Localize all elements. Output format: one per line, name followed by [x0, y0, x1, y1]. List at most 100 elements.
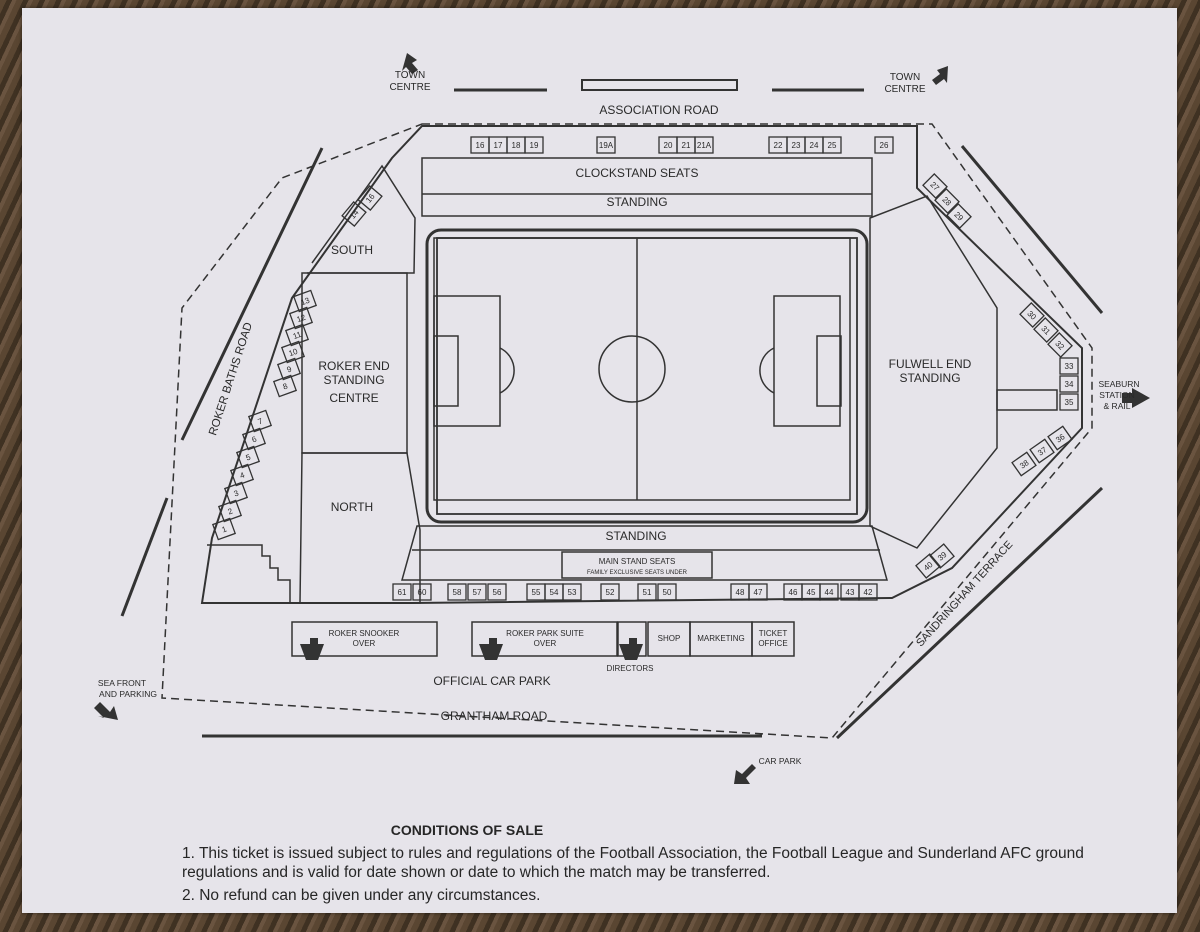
turnstile-number: 39 [936, 550, 949, 563]
turnstile-number: 40 [922, 560, 935, 573]
turnstile-6: 6 [241, 427, 267, 451]
turnstile-box [217, 499, 243, 523]
turnstile-34: 34 [1059, 375, 1079, 393]
goal-box-right [816, 335, 842, 407]
centre-circle [598, 335, 666, 403]
entry-arrow-icon [479, 638, 503, 660]
turnstile-box [229, 463, 255, 487]
stand-main-2: FAMILY EXCLUSIVE SEATS UNDER [587, 570, 688, 576]
turnstile-box [1033, 317, 1059, 343]
turnstile-box [637, 583, 657, 601]
town-centre-right-1: TOWN [890, 72, 920, 83]
stand-roker-end-3: CENTRE [329, 391, 378, 405]
penalty-arc-right [759, 347, 775, 394]
sea-front-1: SEA FRONT [98, 678, 146, 688]
turnstile-box [1047, 425, 1073, 451]
turnstile-20: 20 [658, 136, 678, 154]
turnstile-25: 25 [822, 136, 842, 154]
turnstile-23: 23 [786, 136, 806, 154]
turnstile-box [694, 136, 714, 154]
turnstile-number: 35 [1065, 398, 1074, 407]
turnstile-number: 28 [940, 195, 953, 208]
turnstile-box [412, 583, 432, 601]
turnstile-box [241, 427, 267, 451]
entry-arrow-icon [300, 638, 324, 660]
turnstile-number: 17 [494, 141, 503, 150]
main-stand-seats-box [561, 551, 713, 579]
fulwell-exit [996, 389, 1058, 411]
town-centre-left-2: CENTRE [389, 82, 430, 93]
turnstile-number: 36 [1054, 432, 1067, 445]
turnstile-box [1059, 393, 1079, 411]
turnstile-52: 52 [600, 583, 620, 601]
turnstile-17: 17 [488, 136, 508, 154]
turnstile-box [467, 583, 487, 601]
road-right-upper [960, 145, 1104, 314]
north-east-arrow-icon [402, 53, 418, 74]
turnstile-45: 45 [801, 583, 821, 601]
road-label-grantham: GRANTHAM ROAD [441, 709, 548, 723]
turnstile-51: 51 [637, 583, 657, 601]
turnstile-box [1019, 302, 1045, 328]
turnstile-box [447, 583, 467, 601]
entry-arrow-icon [619, 638, 643, 660]
turnstile-box [1029, 438, 1055, 464]
turnstile-number: 2 [227, 506, 235, 516]
turnstile-55: 55 [526, 583, 546, 601]
turnstile-44: 44 [819, 583, 839, 601]
turnstile-number: 16 [476, 141, 485, 150]
turnstile-box [392, 583, 412, 601]
turnstile-box [922, 173, 948, 199]
turnstile-number: 18 [512, 141, 521, 150]
turnstile-number: 38 [1018, 458, 1031, 471]
facility-ticket-office-2: OFFICE [758, 639, 787, 648]
road-association-mid [581, 79, 738, 91]
turnstile-box [929, 543, 955, 569]
turnstile-5: 5 [235, 445, 261, 469]
turnstile-50: 50 [657, 583, 677, 601]
turnstile-number: 51 [643, 588, 652, 597]
turnstile-box [934, 188, 960, 214]
conditions-section: CONDITIONS OF SALE 1. This ticket is iss… [182, 822, 1132, 905]
turnstile-number: 22 [774, 141, 783, 150]
facility-roker-snooker-1: ROKER SNOOKER [329, 629, 400, 638]
turnstile-number: 1 [221, 524, 229, 534]
turnstile-47: 47 [748, 583, 768, 601]
turnstile-22: 22 [768, 136, 788, 154]
turnstile-number: 61 [398, 588, 407, 597]
turnstile-number: 4 [239, 470, 247, 480]
facility-roker-park-suite-1: ROKER PARK SUITE [506, 629, 584, 638]
turnstile-number: 19 [530, 141, 539, 150]
facility-ticket-office [751, 621, 795, 657]
turnstile-number: 32 [1053, 339, 1066, 352]
turnstile-number: 58 [453, 588, 462, 597]
facility-shop-label: SHOP [658, 634, 681, 643]
turnstile-number: 5 [245, 452, 253, 462]
turnstile-box [819, 583, 839, 601]
turnstile-27: 27 [922, 173, 948, 199]
turnstile-42: 42 [858, 583, 878, 601]
turnstile-box [1047, 332, 1073, 358]
turnstile-box [272, 374, 298, 398]
south-west-arrow-icon [94, 702, 118, 720]
stand-clockstand: CLOCKSTAND SEATS [576, 166, 699, 180]
turnstile-number: 44 [825, 588, 834, 597]
turnstile-26: 26 [874, 136, 894, 154]
turnstile-number: 29 [952, 210, 965, 223]
turnstile-number: 3 [233, 488, 241, 498]
turnstile-number: 43 [846, 588, 855, 597]
turnstile-box [946, 203, 972, 229]
turnstile-number: 23 [792, 141, 801, 150]
turnstile-number: 30 [1025, 309, 1038, 322]
turnstile-16: 16 [470, 136, 490, 154]
seaburn-1: SEABURN [1098, 379, 1139, 389]
turnstile-box [1011, 451, 1037, 477]
stand-fulwell-1: FULWELL END [889, 357, 972, 371]
turnstile-number: 54 [550, 588, 559, 597]
town-centre-right-2: CENTRE [884, 84, 925, 95]
sea-front-2: AND PARKING [99, 689, 157, 699]
stand-standing-top: STANDING [606, 195, 667, 209]
turnstile-29: 29 [946, 203, 972, 229]
turnstile-number: 50 [663, 588, 672, 597]
turnstile-35: 35 [1059, 393, 1079, 411]
